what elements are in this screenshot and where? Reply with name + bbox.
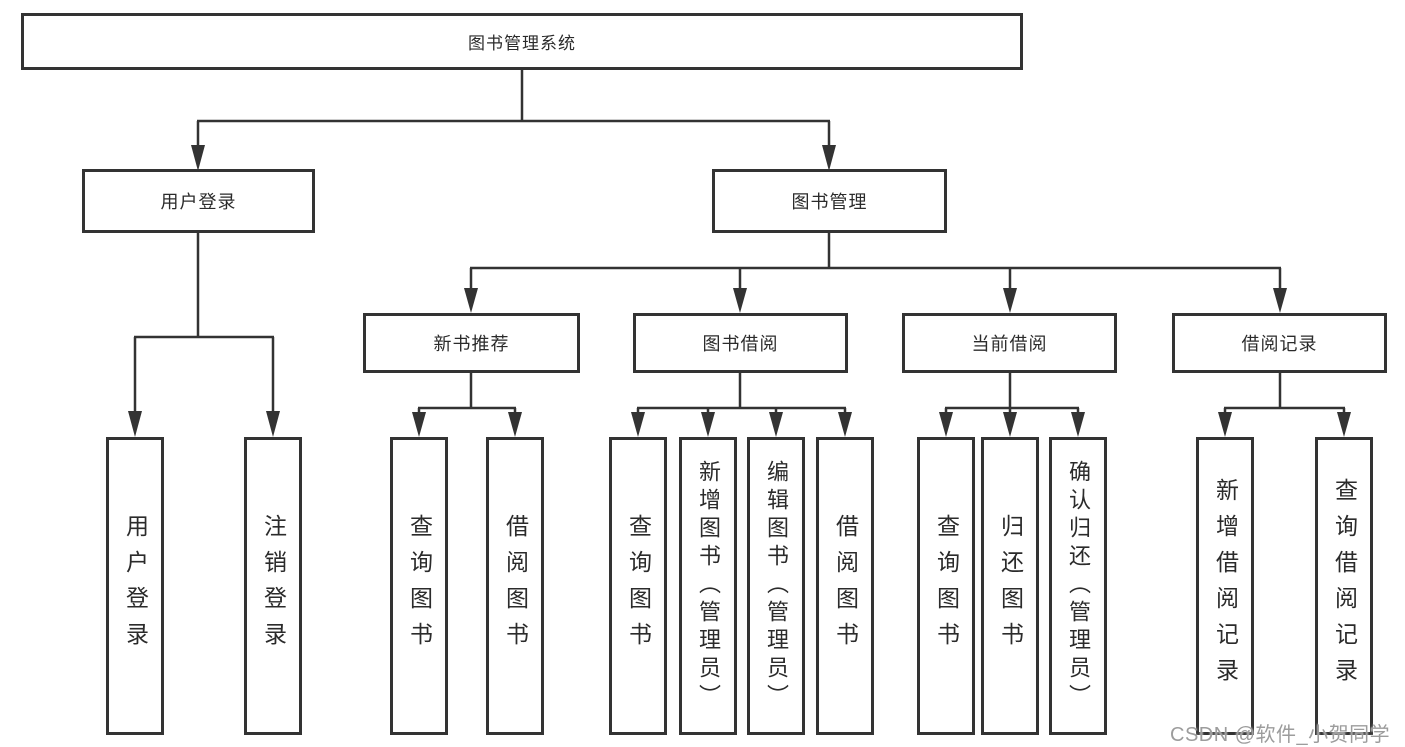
node-label: 图书借阅	[702, 334, 779, 354]
leaf-add-books-admin: 新增图书（管理员）	[679, 437, 737, 735]
node-label: 借阅记录	[1241, 334, 1318, 354]
node-label: 新增图书（管理员）	[696, 460, 721, 712]
node-label: 查询借阅记录	[1331, 478, 1358, 694]
node-label: 新增借阅记录	[1212, 478, 1239, 694]
leaf-logout: 注销登录	[244, 437, 302, 735]
node-book-management: 图书管理	[712, 169, 947, 233]
leaf-return-books: 归还图书	[981, 437, 1039, 735]
node-label: 图书管理	[791, 192, 868, 212]
node-label: 借阅图书	[832, 514, 859, 658]
leaf-query-books: 查询图书	[917, 437, 975, 735]
leaf-confirm-return-admin: 确认归还（管理员）	[1049, 437, 1107, 735]
node-label: 确认归还（管理员）	[1066, 460, 1091, 712]
node-borrow-records: 借阅记录	[1172, 313, 1387, 373]
node-user-login: 用户登录	[82, 169, 315, 233]
node-label: 借阅图书	[502, 514, 529, 658]
node-root: 图书管理系统	[21, 13, 1023, 70]
node-label: 用户登录	[122, 514, 149, 658]
csdn-watermark: CSDN @软件_小贺同学	[1170, 724, 1391, 746]
leaf-add-borrow-record: 新增借阅记录	[1196, 437, 1254, 735]
leaf-edit-books-admin: 编辑图书（管理员）	[747, 437, 805, 735]
node-label: 编辑图书（管理员）	[764, 460, 789, 712]
node-label: 查询图书	[406, 514, 433, 658]
node-label: 用户登录	[160, 192, 237, 212]
node-label: 新书推荐	[433, 334, 510, 354]
leaf-borrow-books: 借阅图书	[816, 437, 874, 735]
node-label: 归还图书	[997, 514, 1024, 658]
node-label: 图书管理系统	[468, 34, 576, 53]
leaf-borrow-books: 借阅图书	[486, 437, 544, 735]
node-new-book-recommend: 新书推荐	[363, 313, 580, 373]
leaf-user-login: 用户登录	[106, 437, 164, 735]
node-label: 查询图书	[933, 514, 960, 658]
leaf-query-borrow-record: 查询借阅记录	[1315, 437, 1373, 735]
node-label: 当前借阅	[971, 334, 1048, 354]
leaf-query-books: 查询图书	[390, 437, 448, 735]
node-label: 注销登录	[260, 514, 287, 658]
node-label: 查询图书	[625, 514, 652, 658]
leaf-query-books: 查询图书	[609, 437, 667, 735]
node-book-borrow: 图书借阅	[633, 313, 848, 373]
node-current-borrow: 当前借阅	[902, 313, 1117, 373]
